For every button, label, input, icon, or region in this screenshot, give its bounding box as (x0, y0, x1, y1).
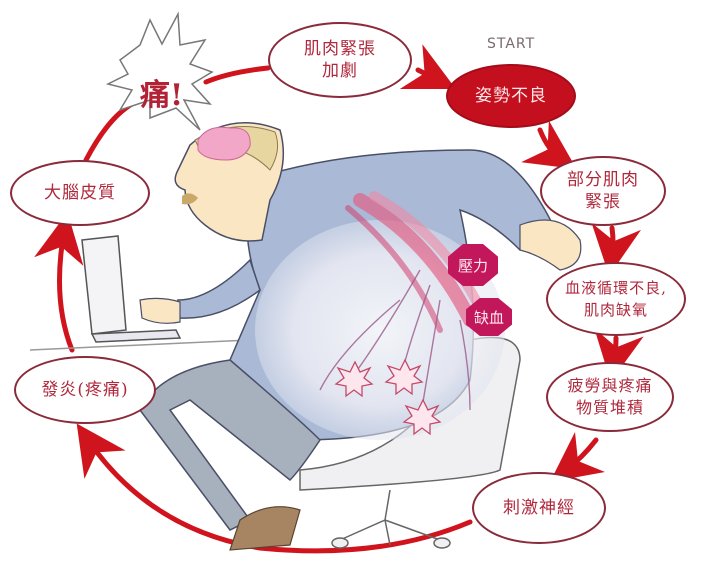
pain-burst-icon (384, 358, 424, 396)
node-label: 肌肉缺氧 (583, 301, 648, 319)
node-label: 疲勞與疼痛 (567, 376, 653, 395)
pain-burst-icon (334, 360, 374, 398)
node-label: 發炎(疼痛) (41, 380, 129, 400)
pain-speech-burst (105, 11, 214, 131)
node-poor-circulation: 血液循環不良, 肌肉缺氧 (546, 262, 686, 336)
laptop-illustration (29, 235, 251, 351)
pain-burst-icon (402, 398, 442, 436)
node-label: 加劇 (322, 61, 358, 81)
node-fatigue-pain-substances: 疲勞與疼痛 物質堆積 (546, 362, 674, 432)
node-label: 部分肌肉 (567, 170, 639, 190)
node-muscle-tension-intensifies: 肌肉緊張 加劇 (268, 22, 412, 98)
node-label: 肌肉緊張 (304, 39, 376, 59)
node-label: 血液循環不良, (565, 279, 667, 297)
node-cerebral-cortex: 大腦皮質 (10, 160, 150, 226)
badge-label: 壓力 (457, 256, 488, 275)
node-label: 緊張 (585, 192, 621, 212)
pain-exclamation: 痛! (140, 78, 184, 113)
pain-burst-icons (334, 358, 442, 436)
start-label: START (487, 36, 536, 52)
node-inflammation-pain: 發炎(疼痛) (14, 356, 156, 424)
node-label: 物質堆積 (575, 398, 644, 417)
node-label: 姿勢不良 (475, 86, 547, 106)
badge-ischemia: 缺血 (466, 298, 512, 336)
node-label: 大腦皮質 (44, 183, 116, 203)
node-label: 刺激神經 (503, 498, 575, 518)
badge-pressure: 壓力 (448, 244, 498, 286)
node-nerve-stimulation: 刺激神經 (472, 472, 606, 544)
badge-label: 缺血 (473, 308, 504, 327)
node-poor-posture: 姿勢不良 (446, 64, 576, 128)
node-partial-muscle-tension: 部分肌肉 緊張 (540, 156, 666, 226)
muscle-strands (345, 191, 489, 333)
